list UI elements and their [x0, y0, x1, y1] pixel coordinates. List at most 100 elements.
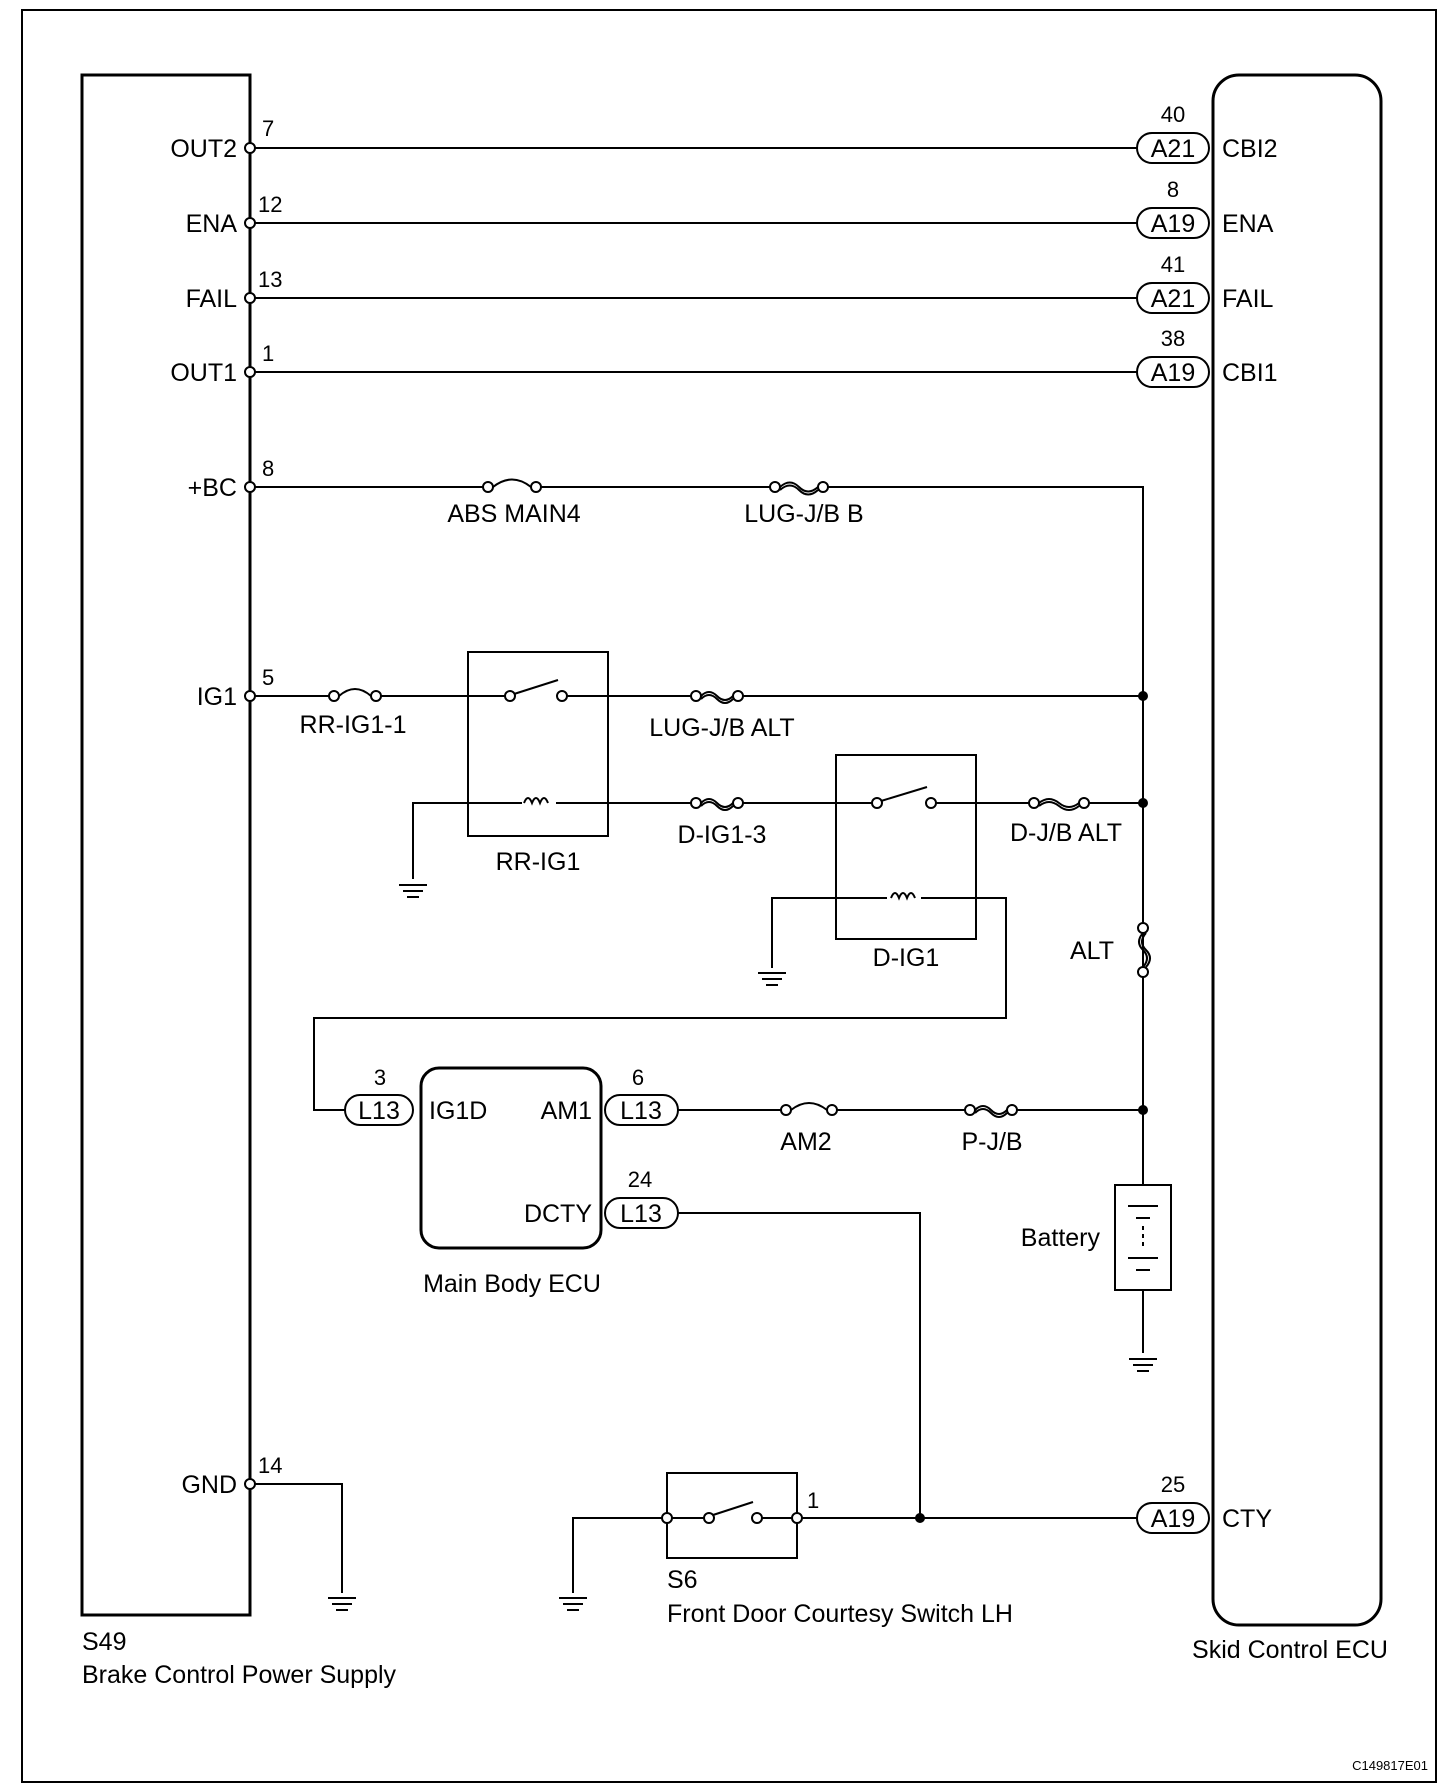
pin-number: 1 — [262, 341, 274, 366]
figure-id: C149817E01 — [1352, 1758, 1428, 1773]
battery-label: Battery — [1021, 1224, 1101, 1252]
wire-dcty — [678, 1212, 921, 1518]
connector-pill — [1136, 207, 1210, 239]
pin-number: 8 — [1167, 177, 1179, 202]
connector-pill — [1136, 282, 1210, 314]
ground-icon — [558, 1597, 588, 1611]
connector-label: A21 — [1151, 285, 1195, 313]
pin-label-ena-ecu: ENA — [1222, 210, 1274, 238]
switch-contact-icon — [513, 679, 559, 695]
pin-number: 14 — [258, 1453, 282, 1478]
pin-label-out1: OUT1 — [170, 359, 237, 387]
fuse-label: LUG-J/B B — [744, 500, 863, 528]
left-component-name: Brake Control Power Supply — [82, 1661, 397, 1689]
fuse-label: D-J/B ALT — [1010, 819, 1122, 847]
battery-icon — [1114, 1184, 1172, 1291]
pin-label-cbi1: CBI1 — [1222, 359, 1278, 387]
pin-number: 5 — [262, 665, 274, 690]
ground-icon — [398, 884, 428, 898]
fuse-label: ABS MAIN4 — [447, 500, 580, 528]
terminal-icon — [244, 690, 256, 702]
relay-d-ig1 — [835, 754, 977, 940]
main-body-ecu-box — [419, 1066, 603, 1250]
fuse-label: AM2 — [780, 1128, 831, 1156]
fuse-alt-icon — [1138, 932, 1151, 968]
connector-pill — [604, 1197, 679, 1229]
diagram-frame — [21, 9, 1437, 1783]
terminal-icon — [244, 142, 256, 154]
door-switch-box — [666, 1472, 798, 1559]
brake-control-power-supply-box — [80, 73, 252, 1617]
wire-bc — [254, 486, 1144, 924]
wire-gnd — [254, 1483, 343, 1593]
connector-label: A19 — [1151, 1505, 1195, 1533]
connector-pill — [1136, 356, 1210, 388]
terminal-icon — [244, 366, 256, 378]
right-component-name: Skid Control ECU — [1192, 1636, 1388, 1664]
connector-label: L13 — [358, 1097, 400, 1125]
connector-label: L13 — [620, 1097, 662, 1125]
junction-dot — [915, 1513, 925, 1523]
pin-label-fail-ecu: FAIL — [1222, 285, 1274, 313]
wire-d-ig1-3 — [412, 802, 1143, 879]
pin-number: 12 — [258, 192, 282, 217]
terminal-icon — [244, 217, 256, 229]
fuse-abs-main4-icon — [492, 478, 532, 488]
pin-number: 3 — [374, 1065, 386, 1090]
door-switch-name: Front Door Courtesy Switch LH — [667, 1600, 1013, 1628]
fuse-lug-jb-alt-icon — [700, 691, 734, 704]
pin-number: 41 — [1161, 252, 1185, 277]
connector-pill — [1136, 132, 1210, 164]
fuse-label: RR-IG1-1 — [300, 711, 407, 739]
relay-rr-ig1 — [467, 651, 609, 837]
ground-icon — [327, 1597, 357, 1611]
pin-number: 7 — [262, 116, 274, 141]
terminal-icon — [244, 1478, 256, 1490]
connector-label: L13 — [620, 1200, 662, 1228]
fuse-am2-icon — [790, 1102, 828, 1111]
skid-control-ecu-box — [1211, 73, 1383, 1627]
pin-label-am1: AM1 — [541, 1097, 592, 1125]
switch-contact-icon — [880, 786, 928, 802]
pin-number: 38 — [1161, 326, 1185, 351]
relay-label: RR-IG1 — [496, 848, 581, 876]
main-body-ecu-name: Main Body ECU — [423, 1270, 601, 1298]
pin-label-fail: FAIL — [186, 285, 238, 313]
switch-contact-icon — [712, 1501, 754, 1516]
fuse-label: ALT — [1070, 937, 1114, 965]
pin-number: 13 — [258, 267, 282, 292]
fuse-rr-ig1-1-icon — [338, 688, 372, 697]
pin-label-ig1: IG1 — [197, 683, 237, 711]
relay-coil-icon — [523, 797, 549, 806]
pin-label-gnd: GND — [181, 1471, 237, 1499]
relay-label: D-IG1 — [873, 944, 940, 972]
pin-label-ig1d: IG1D — [429, 1097, 487, 1125]
door-switch-code: S6 — [667, 1566, 698, 1594]
connector-pill — [1136, 1502, 1210, 1534]
fuse-label: LUG-J/B ALT — [649, 714, 794, 742]
pin-label-ena: ENA — [186, 210, 238, 238]
terminal-icon — [244, 481, 256, 493]
fuse-label: P-J/B — [961, 1128, 1022, 1156]
fuse-p-jb-icon — [974, 1105, 1008, 1118]
relay-coil-icon — [890, 892, 916, 901]
ground-icon — [757, 972, 787, 986]
pin-label-cbi2: CBI2 — [1222, 135, 1278, 163]
wire-d-ig1-coil — [313, 897, 1007, 1111]
junction-dot — [1138, 691, 1148, 701]
pin-number: 40 — [1161, 102, 1185, 127]
ground-icon — [1128, 1358, 1158, 1372]
fuse-d-jb-alt-icon — [1038, 798, 1080, 811]
connector-label: A19 — [1151, 210, 1195, 238]
connector-pill — [344, 1094, 414, 1126]
connector-label: A19 — [1151, 359, 1195, 387]
pin-number: 25 — [1161, 1472, 1185, 1497]
fuse-label: D-IG1-3 — [678, 821, 767, 849]
junction-dot — [1138, 1105, 1148, 1115]
wire-am1 — [678, 1109, 1144, 1185]
left-component-code: S49 — [82, 1628, 126, 1656]
terminal-icon — [244, 292, 256, 304]
junction-dot — [1138, 798, 1148, 808]
pin-number: 1 — [807, 1488, 819, 1513]
